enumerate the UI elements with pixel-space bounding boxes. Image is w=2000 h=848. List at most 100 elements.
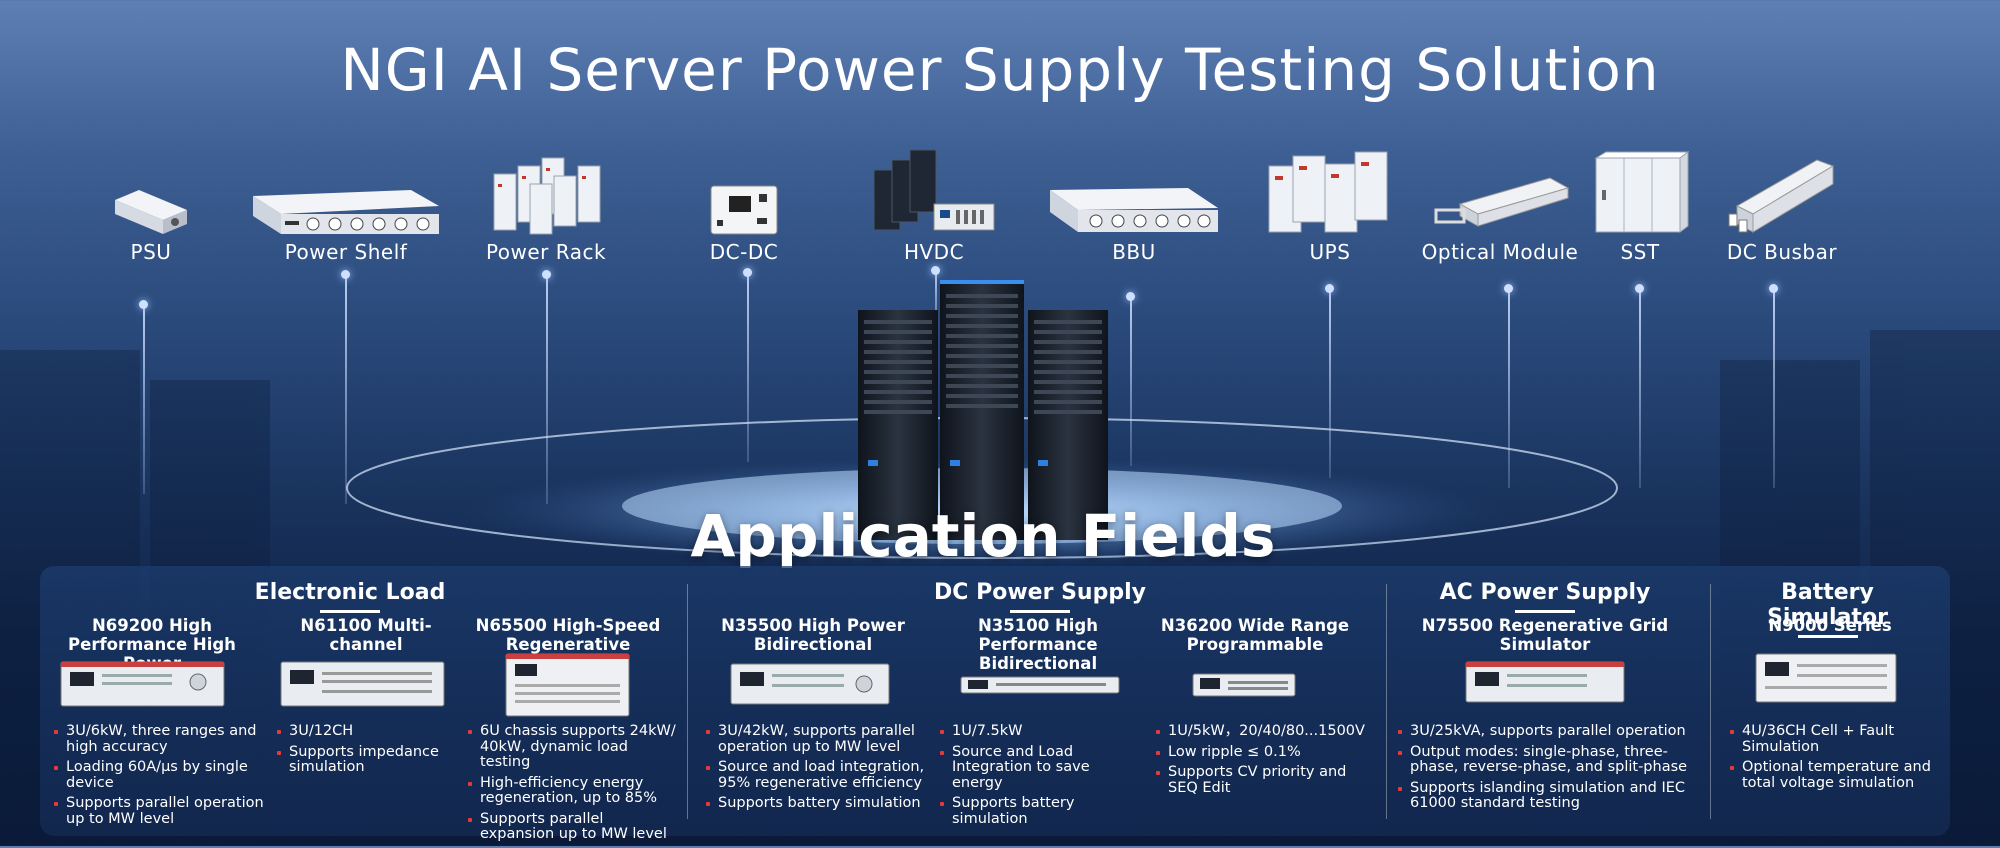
group-dc-power-supply: DC Power Supply [890, 580, 1190, 613]
connector-dot [542, 270, 551, 279]
category-power-rack: Power Rack [446, 140, 646, 264]
bullet-item: Supports parallel expansion up to MW lev… [468, 811, 678, 843]
category-label: HVDC [903, 240, 965, 264]
product-bullets: 3U/12CH Supports impedance simulation [277, 723, 467, 781]
connector-line [747, 272, 749, 462]
connector-line [546, 274, 548, 504]
product-bullets: 4U/36CH Cell + Fault Simulation Optional… [1730, 723, 1940, 796]
product-name: N65500 High-Speed Regenerative [475, 616, 661, 654]
psu-icon [51, 140, 251, 236]
connector-line [1130, 296, 1132, 466]
category-psu: PSU [51, 140, 251, 264]
bullet-item: Source and load integration, 95% regener… [706, 759, 931, 791]
application-fields-title: Application Fields [690, 502, 1276, 570]
connector-line [1639, 288, 1641, 488]
group-underline [1797, 635, 1858, 638]
connector-line [1329, 288, 1331, 478]
category-label: PSU [130, 240, 172, 264]
power-shelf-icon [246, 140, 446, 236]
bullet-item: 1U/7.5kW [940, 723, 1140, 740]
product-device-image [730, 663, 890, 705]
product-name: N69200 High Performance High Power [68, 616, 236, 673]
bullet-item: Supports CV priority and SEQ Edit [1156, 764, 1371, 796]
bullet-item: Output modes: single-phase, three-phase,… [1398, 744, 1703, 776]
category-label: BBU [1112, 240, 1156, 264]
category-dc-dc: DC-DC [644, 140, 844, 264]
bullet-item: High-efficiency energy regeneration, up … [468, 775, 678, 807]
category-dc-busbar: DC Busbar [1682, 140, 1882, 264]
category-label: DC Busbar [1726, 240, 1838, 264]
connector-line [1773, 288, 1775, 488]
ups-cabinet-icon [1230, 140, 1430, 236]
group-ac-power-supply: AC Power Supply [1395, 580, 1695, 613]
connector-line [345, 274, 347, 504]
bbu-icon [1034, 140, 1234, 236]
group-divider [1710, 584, 1711, 819]
bullet-item: 3U/25kVA, supports parallel operation [1398, 723, 1703, 740]
connector-dot [1769, 284, 1778, 293]
product-bullets: 3U/6kW, three ranges and high accuracy L… [54, 723, 264, 832]
connector-dot [341, 270, 350, 279]
dc-dc-module-icon [644, 140, 844, 236]
connector-dot [931, 266, 940, 275]
bullet-item: Supports battery simulation [706, 795, 931, 812]
sst-cabinet-icon [1540, 140, 1740, 236]
connector-line [1508, 288, 1510, 488]
group-label: DC Power Supply [934, 580, 1146, 605]
group-underline [1515, 610, 1575, 613]
category-optical-module: Optical Module [1400, 140, 1600, 264]
category-sst: SST [1540, 140, 1740, 264]
group-underline [1010, 610, 1070, 613]
product-name: N36200 Wide Range Programmable [1160, 616, 1350, 654]
bullet-item: Supports battery simulation [940, 795, 1140, 827]
page-title: NGI AI Server Power Supply Testing Solut… [340, 36, 1660, 104]
product-name: N75500 Regenerative Grid Simulator [1421, 616, 1669, 654]
bullet-item: 3U/42kW, supports parallel operation up … [706, 723, 931, 755]
group-divider [687, 584, 688, 819]
group-electronic-load: Electronic Load [250, 580, 450, 613]
product-bullets: 3U/42kW, supports parallel operation up … [706, 723, 931, 817]
product-device-image [1192, 673, 1296, 697]
category-label: Power Shelf [284, 240, 408, 264]
group-label: Electronic Load [254, 580, 446, 605]
dc-busbar-icon [1682, 140, 1882, 236]
server-rack-illustration [858, 280, 1108, 540]
connector-dot [139, 300, 148, 309]
optical-module-icon [1400, 140, 1600, 236]
connector-line [935, 270, 937, 330]
product-bullets: 1U/7.5kW Source and Load Integration to … [940, 723, 1140, 832]
bullet-item: Low ripple ≤ 0.1% [1156, 744, 1371, 761]
product-name: N35100 High Performance Bidirectional [978, 616, 1098, 673]
product-device-image [1465, 661, 1625, 703]
product-device-image [505, 653, 630, 717]
category-label: UPS [1309, 240, 1351, 264]
product-name: N35500 High Power Bidirectional [721, 616, 905, 654]
bullet-item: Supports impedance simulation [277, 744, 467, 776]
connector-dot [1504, 284, 1513, 293]
bullet-item: 3U/12CH [277, 723, 467, 740]
connector-dot [1325, 284, 1334, 293]
product-device-image [1755, 653, 1897, 703]
category-ups: UPS [1230, 140, 1430, 264]
bullet-item: 3U/6kW, three ranges and high accuracy [54, 723, 264, 755]
bullet-item: Supports parallel operation up to MW lev… [54, 795, 264, 827]
bullet-item: Optional temperature and total voltage s… [1730, 759, 1940, 791]
product-device-image [960, 676, 1120, 694]
category-label: DC-DC [709, 240, 779, 264]
product-name: N9000 Series [1768, 616, 1892, 635]
product-bullets: 3U/25kVA, supports parallel operation Ou… [1398, 723, 1703, 817]
product-bullets: 6U chassis supports 24kW/ 40kW, dynamic … [468, 723, 678, 848]
connector-line [143, 304, 145, 494]
product-device-image [60, 661, 225, 707]
bullet-item: Supports islanding simulation and IEC 61… [1398, 780, 1703, 812]
bullet-item: 4U/36CH Cell + Fault Simulation [1730, 723, 1940, 755]
group-divider [1386, 584, 1387, 819]
group-battery-simulator: Battery Simulator [1720, 580, 1935, 638]
group-label: AC Power Supply [1439, 580, 1651, 605]
bullet-item: Loading 60A/μs by single device [54, 759, 264, 791]
group-label: Battery Simulator [1767, 580, 1888, 630]
product-name: N61100 Multi-channel [300, 616, 432, 654]
category-label: Power Rack [485, 240, 607, 264]
bullet-item: Source and Load Integration to save ener… [940, 744, 1140, 792]
category-hvdc: HVDC [834, 140, 1034, 264]
